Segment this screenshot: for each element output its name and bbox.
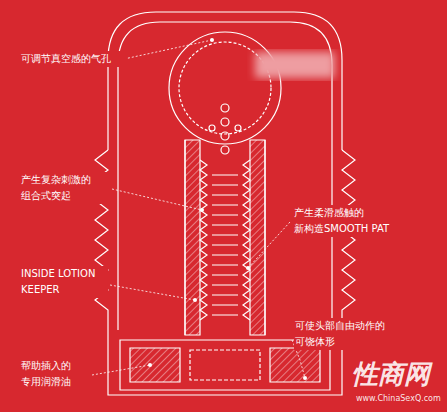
leader-dots	[148, 38, 307, 380]
callout-label: INSIDE LOTION KEEPER	[20, 266, 108, 298]
callout-label: 帮助插入的 专用润滑油	[20, 358, 92, 390]
watermark: 性商网	[352, 360, 430, 389]
leader-lines	[92, 40, 305, 378]
watermark: www.ChinaSexQ.com	[356, 395, 441, 404]
callout-label: 产生复杂刺激的 组合式突起	[20, 172, 112, 204]
callout-label: 可调节真空感的气孔	[20, 51, 126, 67]
blurred-patch	[255, 52, 335, 78]
callout-label: 产生柔滑感触的 新构造SMOOTH PAT	[293, 205, 407, 237]
callout-label: 可使头部自由动作的 可饶体形	[294, 318, 400, 350]
